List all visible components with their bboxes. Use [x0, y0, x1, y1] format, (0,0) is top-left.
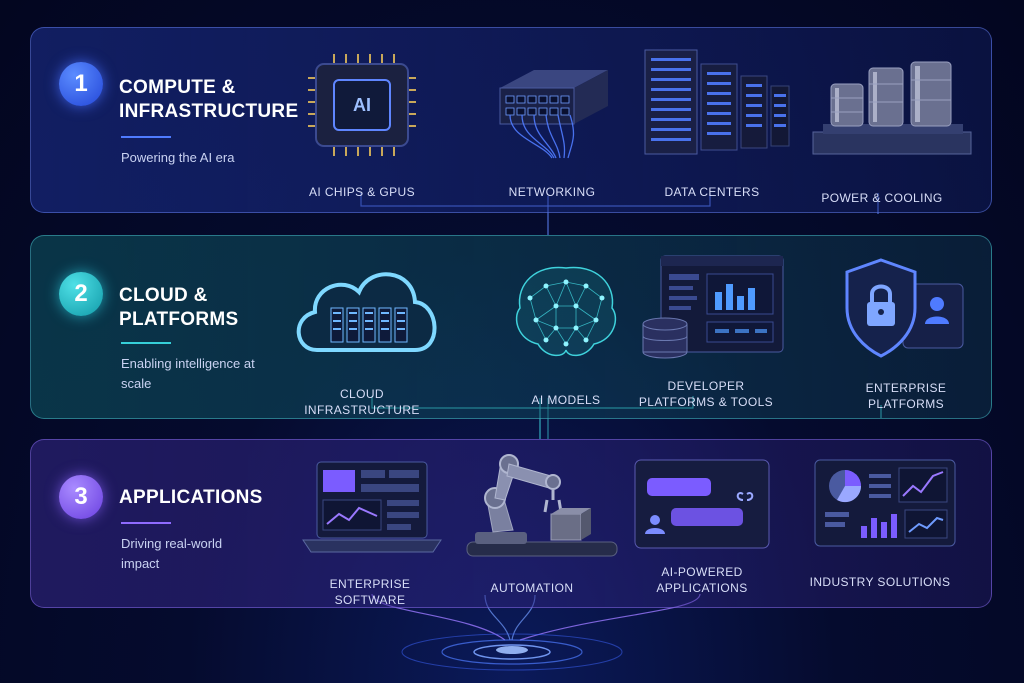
tier-title: APPLICATIONS: [119, 487, 263, 508]
ai-chip-icon: AI: [308, 54, 416, 156]
item-label: DEVELOPER PLATFORMS & TOOLS: [638, 379, 774, 409]
svg-text:AI: AI: [353, 95, 371, 115]
item-ai-powered-applications: AI-POWERED APPLICATIONS: [627, 456, 777, 596]
cooling-tanks-icon: [812, 61, 972, 155]
item-automation: AUTOMATION: [457, 450, 618, 596]
item-label: ENTERPRISE SOFTWARE: [329, 577, 411, 607]
server-rack-icon: [644, 49, 790, 155]
item-label: AUTOMATION: [490, 581, 574, 595]
item-label: NETWORKING: [508, 185, 596, 199]
shield-lock-icon: [845, 258, 964, 358]
item-networking: NETWORKING: [477, 48, 627, 200]
tier-number-badge: 1: [59, 62, 103, 106]
item-ai-models: AI MODELS: [491, 258, 641, 408]
item-label: CLOUD INFRASTRUCTURE: [304, 387, 420, 417]
neural-brain-icon: [515, 266, 617, 357]
item-enterprise-platforms: ENTERPRISE PLATFORMS: [831, 254, 981, 412]
item-cloud-infrastructure: CLOUD INFRASTRUCTURE: [287, 254, 437, 418]
item-label: POWER & COOLING: [821, 191, 943, 205]
item-enterprise-software: ENTERPRISE SOFTWARE: [295, 458, 445, 608]
item-data-centers: DATA CENTERS: [637, 42, 790, 200]
analytics-dashboard-icon: [814, 459, 956, 547]
tier-compute-infrastructure: 1 COMPUTE & INFRASTRUCTURE Powering the …: [30, 27, 992, 213]
item-label: INDUSTRY SOLUTIONS: [809, 575, 951, 589]
tier-title: CLOUD & PLATFORMS: [119, 285, 239, 330]
item-ai-chips: AI AI CHIPS & GPUS: [287, 48, 437, 200]
item-label: AI CHIPS & GPUS: [308, 185, 416, 199]
chat-bubbles-icon: [634, 459, 770, 549]
robot-arm-icon: [466, 454, 618, 557]
item-label: AI-POWERED APPLICATIONS: [656, 565, 748, 595]
tier-underline: [121, 342, 171, 344]
tier-underline: [121, 522, 171, 524]
tier-title: COMPUTE & INFRASTRUCTURE: [119, 77, 299, 122]
tier-subtitle: Enabling intelligence at scale: [121, 356, 255, 391]
glow-platform: [401, 633, 623, 671]
tier-applications: 3 APPLICATIONS Driving real-world impact…: [30, 439, 992, 608]
dev-dashboard-icon: [642, 255, 784, 359]
item-label: AI MODELS: [531, 393, 601, 407]
tier-subtitle: Driving real-world impact: [121, 536, 223, 571]
item-label: ENTERPRISE PLATFORMS: [865, 381, 947, 411]
tier-subtitle: Powering the AI era: [121, 150, 235, 165]
tier-underline: [121, 136, 171, 138]
network-switch-icon: [499, 70, 608, 159]
cloud-icon: [296, 272, 437, 352]
tier-number-badge: 2: [59, 272, 103, 316]
item-developer-platforms: DEVELOPER PLATFORMS & TOOLS: [631, 252, 784, 410]
item-industry-solutions: INDUSTRY SOLUTIONS: [805, 456, 956, 590]
item-label: DATA CENTERS: [664, 185, 760, 199]
item-power-cooling: POWER & COOLING: [807, 54, 972, 206]
tier-number-badge: 3: [59, 475, 103, 519]
tier-cloud-platforms: 2 CLOUD & PLATFORMS Enabling intelligenc…: [30, 235, 992, 419]
laptop-icon: [302, 461, 442, 553]
